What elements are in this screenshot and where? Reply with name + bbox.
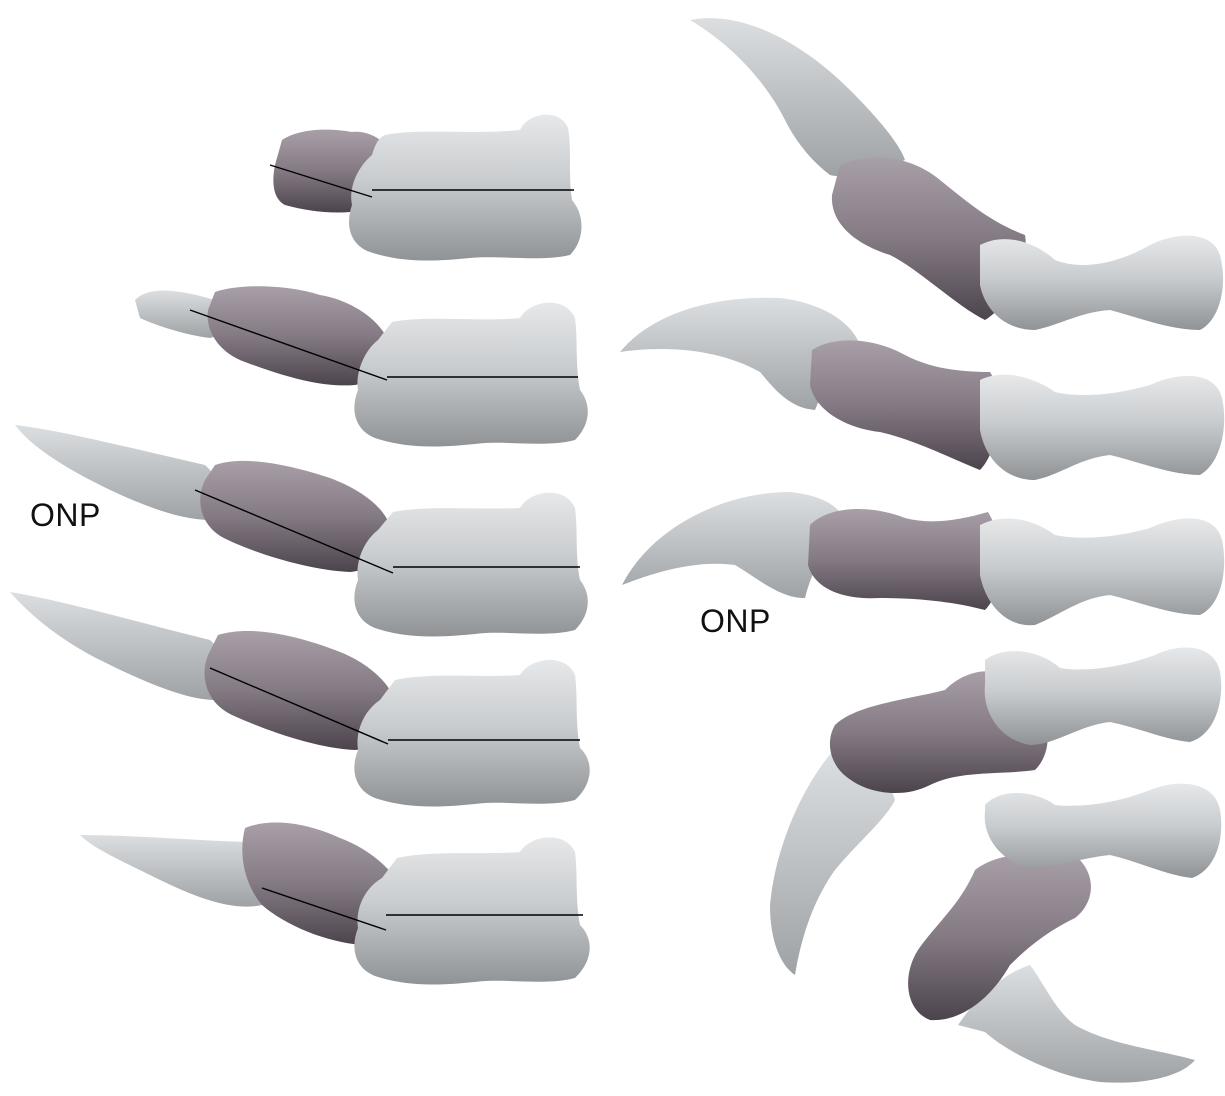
digit-left-5 <box>80 823 590 985</box>
digit-left-1 <box>270 115 582 261</box>
digit-left-2 <box>135 286 588 446</box>
metacarpal-left-1 <box>349 115 582 261</box>
pose-label-left: ONP <box>30 497 101 534</box>
metacarpal-left-2 <box>354 303 587 447</box>
claw-left-4 <box>10 592 225 700</box>
phalanx-right-2 <box>810 340 999 470</box>
metacarpal-right-5 <box>985 784 1222 878</box>
metacarpal-right-4 <box>985 648 1222 745</box>
claw-left-5 <box>80 835 265 907</box>
digit-right-5 <box>908 784 1221 1083</box>
digit-right-2 <box>620 298 1224 480</box>
metacarpal-left-3 <box>354 493 587 637</box>
phalanx-right-3 <box>808 509 1000 610</box>
metacarpal-left-4 <box>354 660 589 807</box>
pose-label-right: ONP <box>700 603 771 640</box>
metacarpal-left-5 <box>354 837 589 984</box>
metacarpal-right-3 <box>980 518 1224 625</box>
claw-right-1 <box>690 18 905 176</box>
digit-left-3 <box>15 425 588 636</box>
metacarpal-right-1 <box>980 236 1223 330</box>
digit-right-1 <box>690 18 1223 330</box>
metacarpal-right-2 <box>980 375 1224 480</box>
